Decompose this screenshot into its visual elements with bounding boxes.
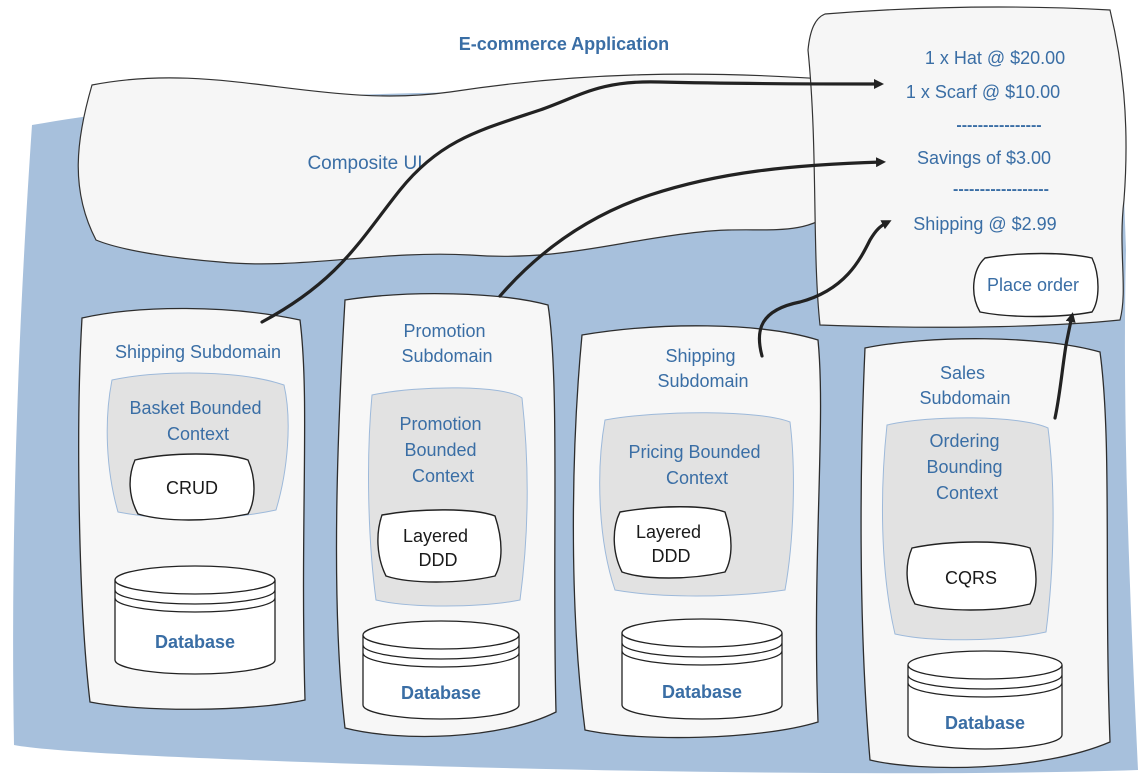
arrow-pricing-to-shipping [757, 220, 892, 358]
bounded-context-label: Ordering Bounding Context [926, 431, 1007, 503]
database-label: Database [662, 682, 742, 702]
arrow-basket-to-items [260, 78, 884, 324]
architecture-pattern-box [906, 541, 1037, 611]
subdomain-card-sales: Sales Subdomain Ordering Bounding Contex… [860, 338, 1111, 769]
order-summary-panel [807, 6, 1127, 328]
database-icon [114, 565, 276, 675]
subdomain-title: Promotion Subdomain [401, 321, 492, 366]
architecture-pattern-box [377, 509, 502, 583]
subdomain-card-promotion: Promotion Subdomain Promotion Bounded Co… [335, 293, 557, 738]
database-label: Database [155, 632, 235, 652]
arrow-promotion-to-savings [498, 157, 886, 298]
bounded-context-label: Promotion Bounded Context [399, 414, 486, 486]
bounded-context-label: Basket Bounded Context [129, 398, 266, 444]
subdomain-card-shipping-pricing: Shipping Subdomain Pricing Bounded Conte… [572, 325, 822, 739]
subdomain-title: Sales Subdomain [919, 363, 1010, 408]
place-order-button[interactable]: Place order [973, 252, 1099, 318]
architecture-pattern-label: CRUD [166, 478, 218, 498]
database-icon [621, 618, 783, 720]
bounded-context-label: Pricing Bounded Context [628, 442, 765, 488]
database-icon [362, 620, 520, 720]
subdomain-title: Shipping Subdomain [657, 346, 748, 391]
order-savings: Savings of $3.00 [917, 148, 1051, 168]
order-separator-2: ------------------ [953, 181, 1049, 198]
composite-ui-cloud [77, 73, 841, 265]
architecture-pattern-label: Layered DDD [636, 522, 706, 566]
database-icon [907, 650, 1063, 750]
composite-ui-label: Composite UI [307, 153, 422, 174]
place-order-label: Place order [987, 275, 1079, 295]
architecture-pattern-label: Layered DDD [403, 526, 473, 570]
order-line-scarf: 1 x Scarf @ $10.00 [906, 82, 1060, 102]
database-label: Database [401, 683, 481, 703]
database-label: Database [945, 713, 1025, 733]
order-line-hat: 1 x Hat @ $20.00 [925, 48, 1065, 68]
order-shipping: Shipping @ $2.99 [913, 214, 1056, 234]
architecture-pattern-box [613, 506, 732, 579]
architecture-pattern-box [129, 453, 255, 521]
app-title: E-commerce Application [459, 34, 669, 54]
order-separator-1: ---------------- [956, 117, 1041, 134]
subdomain-card-shipping-basket: Shipping Subdomain Basket Bounded Contex… [78, 307, 306, 710]
architecture-pattern-label: CQRS [945, 568, 997, 588]
arrow-ordering-to-place-order [1053, 312, 1076, 420]
subdomain-title: Shipping Subdomain [115, 342, 281, 362]
